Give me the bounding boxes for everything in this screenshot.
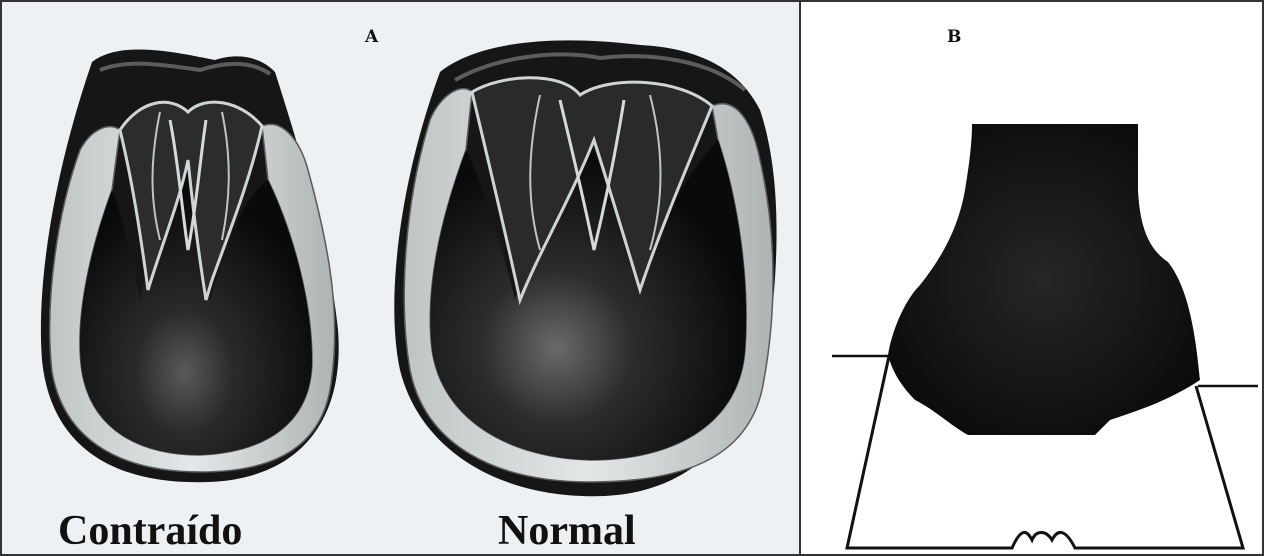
panel-a-label: A	[364, 27, 379, 47]
panel-b-label: B	[947, 27, 961, 47]
panel-a: A Contraído Normal	[1, 1, 799, 555]
normal-caption: Normal	[498, 508, 636, 554]
normal-hoof-image	[394, 40, 776, 496]
panel-b: B	[801, 1, 1263, 555]
contracted-caption: Contraído	[58, 508, 242, 554]
